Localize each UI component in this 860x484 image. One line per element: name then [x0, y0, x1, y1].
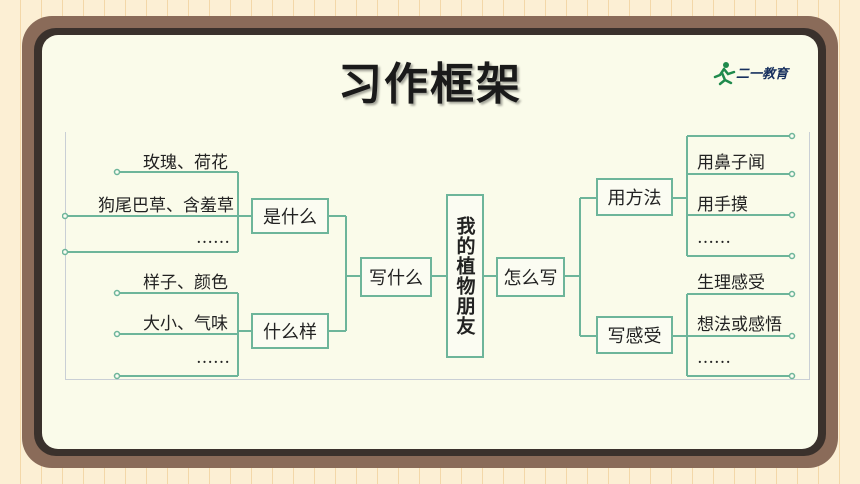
leaf-feeling-1: 生理感受	[697, 273, 765, 293]
board	[42, 35, 818, 449]
panel-edge-left	[65, 132, 66, 380]
node-write-feelings: 写感受	[596, 316, 673, 354]
leaf-feeling-3: ……	[697, 348, 731, 368]
node-use-method: 用方法	[596, 178, 673, 216]
page-title: 习作框架	[338, 59, 522, 110]
panel-edge-bottom	[65, 379, 810, 380]
leaf-what-2: 狗尾巴草、含羞草	[98, 196, 234, 216]
node-write-what: 写什么	[360, 257, 432, 297]
runner-icon	[713, 62, 736, 86]
logo-text: 二一教育	[736, 67, 789, 82]
leaf-look-2: 大小、气味	[143, 314, 228, 334]
leaf-what-3: ……	[196, 228, 230, 248]
leaf-method-2: 用手摸	[697, 195, 748, 215]
leaf-look-3: ……	[196, 348, 230, 368]
leaf-look-1: 样子、颜色	[143, 273, 228, 293]
leaf-feeling-2: 想法或感悟	[697, 315, 782, 335]
leaf-what-1: 玫瑰、荷花	[143, 153, 228, 173]
leaf-method-1: 用鼻子闻	[697, 153, 765, 173]
leaf-method-3: ……	[697, 228, 731, 248]
connector-lines	[62, 132, 796, 380]
node-topic: 我的植物朋友	[446, 194, 484, 358]
node-how-to-write: 怎么写	[496, 257, 565, 297]
mind-map: 玫瑰、荷花 狗尾巴草、含羞草 …… 样子、颜色 大小、气味 …… 是什么 什么样…	[62, 128, 814, 384]
node-what-is-it: 是什么	[251, 198, 329, 234]
panel-edge-right	[809, 132, 810, 380]
brand-logo: 二一教育	[712, 60, 802, 86]
node-what-it-looks-like: 什么样	[251, 313, 329, 349]
